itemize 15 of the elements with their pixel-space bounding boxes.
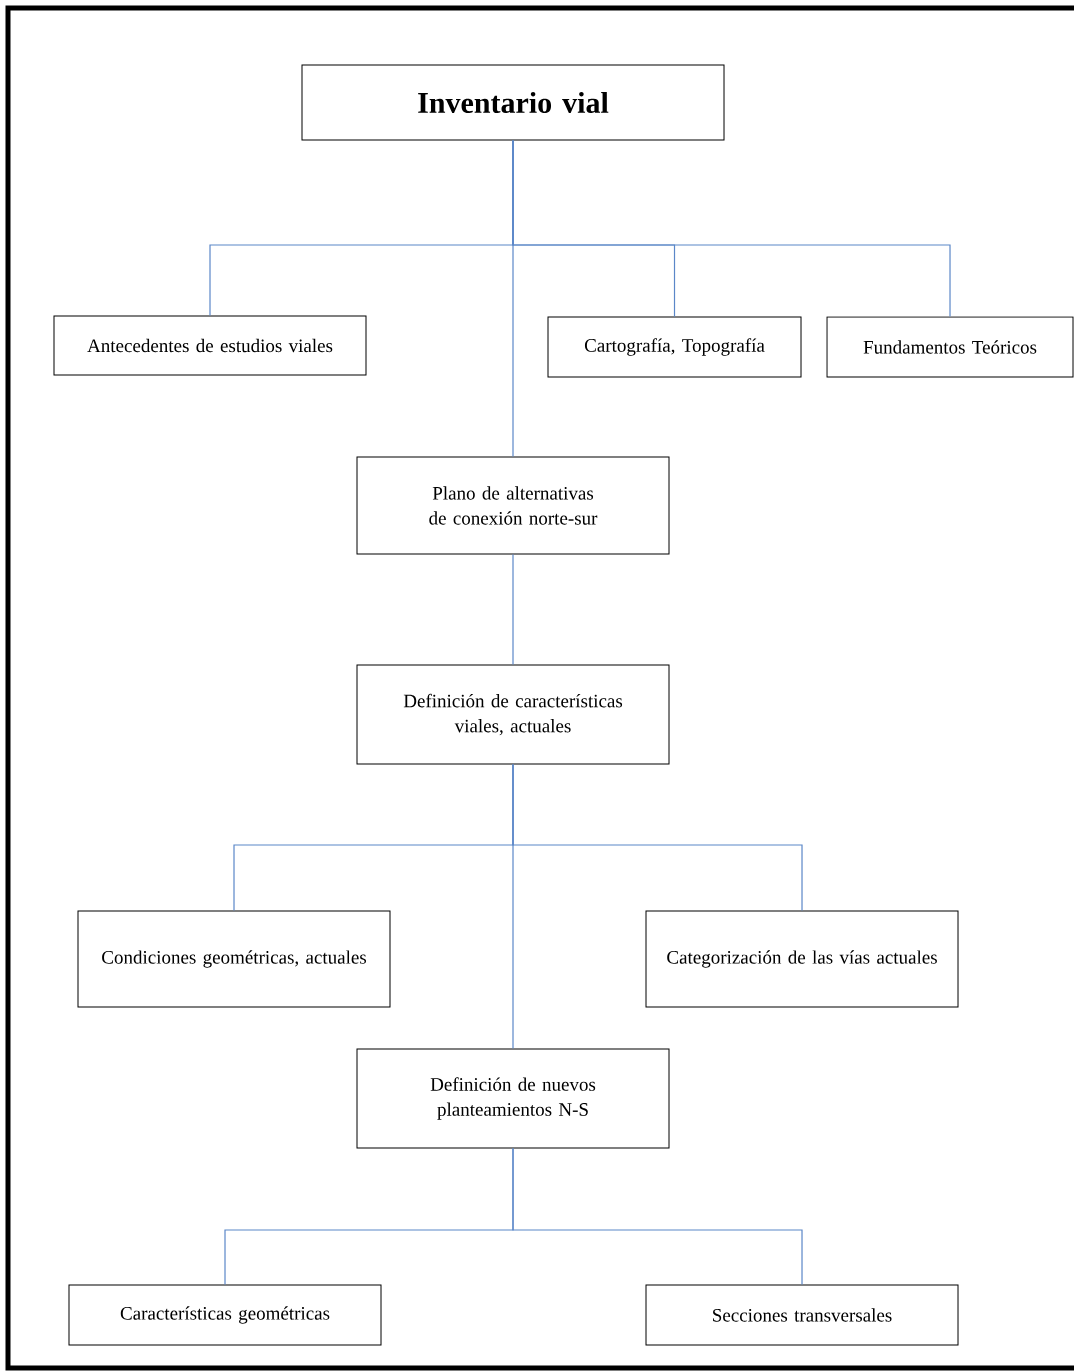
connector-line (512, 1147, 803, 1286)
process-box: Definición de características viales, actuales (356, 664, 670, 765)
process-box: Antecedentes de estudios viales (53, 315, 367, 376)
connector-line (512, 763, 514, 1050)
connector-line (512, 139, 514, 458)
title-box: Inventario vial (301, 64, 725, 141)
process-box: Categorización de las vías actuales (645, 910, 959, 1008)
process-box: Fundamentos Teóricos (826, 316, 1074, 378)
process-box: Cartografía, Topografía (547, 316, 802, 378)
process-box: Secciones transversales (645, 1284, 959, 1346)
process-box: Condiciones geométricas, actuales (77, 910, 391, 1008)
process-box: Características geométricas (68, 1284, 382, 1346)
process-box: Plano de alternativas de conexión norte-sur (356, 456, 670, 555)
connector-line (512, 553, 514, 666)
process-box: Definición de nuevos planteamientos N-S (356, 1048, 670, 1149)
